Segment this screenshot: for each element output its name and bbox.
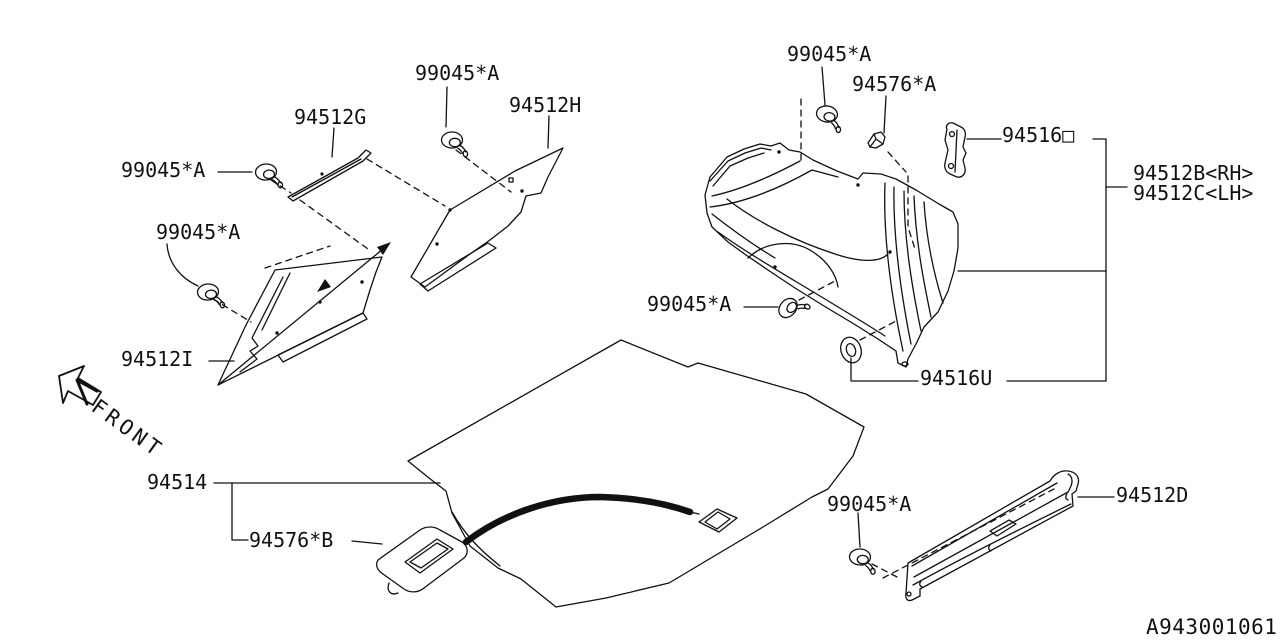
label-94512D: 94512D (1116, 483, 1189, 507)
clip-94576A-drawing (867, 131, 886, 149)
sill-trim-94512D-drawing (905, 470, 1080, 602)
label-99045A-left: 99045*A (121, 158, 206, 182)
handle-94576B-drawing (376, 526, 468, 595)
label-99045A-top-right: 99045*A (787, 42, 872, 66)
label-94512B-RH: 94512B<RH> (1133, 161, 1254, 185)
label-94576B: 94576*B (249, 528, 334, 552)
label-94514: 94514 (147, 470, 208, 494)
bracket-94516-drawing (944, 122, 967, 178)
label-94516U: 94516U (920, 366, 993, 390)
label-99045A-top: 99045*A (415, 61, 500, 85)
leader-lines (166, 66, 1128, 548)
trim-panel-94512I-drawing (217, 242, 391, 386)
label-99045A-bottom: 99045*A (827, 492, 912, 516)
front-direction-arrow (58, 365, 102, 406)
label-99045A-center: 99045*A (647, 292, 732, 316)
label-94512I: 94512I (121, 347, 194, 371)
trim-panel-94512H-drawing (410, 147, 564, 292)
label-94512G: 94512G (294, 105, 367, 129)
label-94576A: 94576*A (852, 72, 937, 96)
grommet-94516U-drawing (840, 336, 862, 364)
diagram-id: A943001061 (1146, 615, 1278, 639)
trim-strip-94512G-drawing (287, 149, 372, 202)
label-94512H: 94512H (509, 93, 582, 117)
label-99045A-mid-left: 99045*A (156, 220, 241, 244)
label-94516: 94516□ (1002, 123, 1075, 147)
trunk-mat-94514-drawing (407, 339, 865, 608)
trunk-side-trim-94512BC-drawing (704, 142, 959, 368)
assembly-dashed-lines (212, 98, 1055, 579)
label-94512C-LH: 94512C<LH> (1133, 181, 1254, 205)
